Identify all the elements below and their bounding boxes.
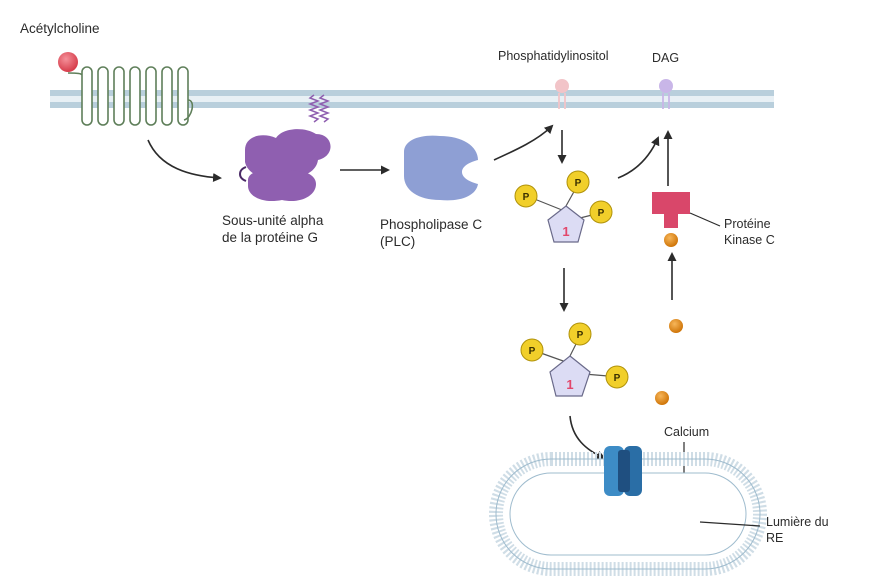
er-lumen-label-line (699, 521, 761, 527)
g-protein-label-line2: de la protéine G (222, 230, 319, 245)
acetylcholine-label: Acétylcholine (20, 21, 100, 36)
phosphate-symbol: P (523, 192, 530, 203)
phosphate-group (589, 200, 613, 224)
dag-label: DAG (652, 51, 680, 65)
phosphate-group (566, 170, 590, 194)
pkc-label-line1: Protéine (724, 217, 771, 231)
ip3-receptor-channel (604, 446, 642, 496)
calcium-ion (655, 391, 669, 405)
phospholipase-c-shape (404, 135, 478, 201)
phosphate-group (514, 184, 538, 208)
calcium-ion (664, 233, 678, 247)
er-lumen-label-line2: RE (766, 531, 784, 545)
arrow-receptor-to-gprotein (147, 139, 222, 183)
ip3-molecule-lower: 1 P P P (520, 322, 629, 397)
phosphate-group (568, 322, 592, 346)
phosphatidylinositol-lipid (555, 79, 569, 109)
phosphate-symbol: P (614, 373, 621, 384)
ip3-molecule-upper: 1 P P P (514, 170, 613, 243)
acetylcholine-ligand (58, 52, 78, 72)
plc-label-line1: Phospholipase C (380, 217, 483, 232)
protein-kinase-c (652, 192, 721, 228)
inositol-ring (547, 205, 585, 243)
phosphatidylinositol-label: Phosphatidylinositol (498, 49, 609, 63)
plc-label-line2: (PLC) (380, 234, 416, 249)
pkc-label-line2: Kinase C (724, 233, 775, 247)
phosphate-group (605, 365, 629, 389)
g-protein-alpha-subunit (239, 94, 331, 202)
inositol-number: 1 (562, 224, 569, 239)
calcium-ion (669, 319, 683, 333)
plasma-membrane (50, 90, 774, 108)
arrow-plc-to-pip2 (493, 124, 554, 161)
g-protein-label-line1: Sous-unité alpha (222, 213, 324, 228)
phosphate-group (520, 338, 544, 362)
calcium-label: Calcium (664, 425, 710, 439)
phosphate-symbol: P (577, 330, 584, 341)
inositol-number: 1 (566, 377, 573, 392)
phosphate-symbol: P (529, 346, 536, 357)
phosphate-symbol: P (575, 178, 582, 189)
dag-lipid (659, 79, 673, 109)
er-lumen-label-line1: Lumière du (766, 515, 829, 529)
inositol-ring (549, 355, 591, 397)
arrow-ip3-to-channel (569, 415, 606, 460)
muscarinic-receptor (67, 66, 194, 126)
arrow-ip3-to-dag (617, 136, 660, 179)
phosphate-symbol: P (598, 208, 605, 219)
